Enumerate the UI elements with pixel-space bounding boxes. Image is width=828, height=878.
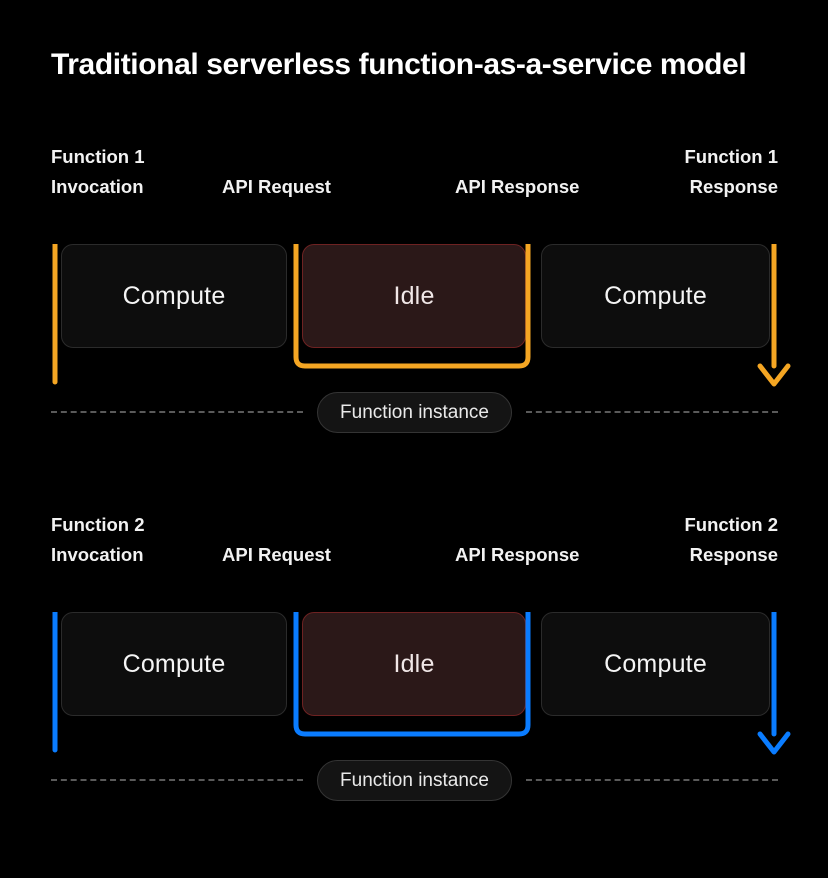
- row-1-idle-box: Idle: [302, 244, 526, 348]
- row-2-function-instance-pill: Function instance: [317, 759, 512, 801]
- row-2-right-label-line2: Response: [689, 544, 778, 565]
- row-1-left-label-line2: Invocation: [51, 176, 144, 197]
- row-1-function-instance-pill: Function instance: [317, 391, 512, 433]
- row-2-left-label-line1: Function 2: [51, 514, 145, 535]
- row-2-api-request-label: API Request: [222, 544, 331, 565]
- row-1-left-label: Function 1 Invocation: [51, 142, 145, 202]
- row-1-api-response-label: API Response: [455, 176, 580, 197]
- row-2-labels: Function 2 Invocation API Request API Re…: [51, 510, 778, 572]
- row-2-left-label-line2: Invocation: [51, 544, 144, 565]
- row-1-timeline: Compute Idle Compute: [0, 244, 828, 387]
- row-2-arrowhead-icon: [757, 731, 791, 755]
- row-1-api-request-label: API Request: [222, 176, 331, 197]
- row-1-boxes: Compute Idle Compute: [0, 244, 828, 364]
- row-2-function-instance-divider: Function instance: [51, 758, 779, 802]
- row-1-compute-box-1: Compute: [61, 244, 287, 348]
- row-2-compute-box-1-label: Compute: [122, 649, 226, 678]
- row-2-idle-box-label: Idle: [393, 649, 435, 678]
- row-1-right-label: Function 1 Response: [684, 142, 778, 202]
- row-2-right-label-line1: Function 2: [684, 514, 778, 535]
- page-title: Traditional serverless function-as-a-ser…: [51, 48, 747, 81]
- row-1-function-instance-divider: Function instance: [51, 390, 779, 434]
- row-1-compute-box-2-label: Compute: [604, 281, 707, 310]
- row-1-left-label-line1: Function 1: [51, 146, 145, 167]
- row-1-compute-box-2: Compute: [541, 244, 770, 348]
- row-2-boxes: Compute Idle Compute: [0, 612, 828, 732]
- row-2-dash-left: [51, 779, 304, 781]
- row-2-right-label: Function 2 Response: [684, 510, 778, 570]
- row-1-idle-box-label: Idle: [393, 281, 435, 310]
- row-2-compute-box-2-label: Compute: [604, 649, 707, 678]
- row-1-labels: Function 1 Invocation API Request API Re…: [51, 142, 778, 204]
- row-1-right-label-line1: Function 1: [684, 146, 778, 167]
- row-2-timeline: Compute Idle Compute: [0, 612, 828, 755]
- row-1-dash-right: [525, 411, 779, 413]
- row-2-api-response-label: API Response: [455, 544, 580, 565]
- row-1-compute-box-1-label: Compute: [122, 281, 226, 310]
- row-2-dash-right: [525, 779, 779, 781]
- row-1-dash-left: [51, 411, 304, 413]
- row-1-right-label-line2: Response: [689, 176, 778, 197]
- row-1-arrowhead-icon: [757, 363, 791, 387]
- row-2-compute-box-1: Compute: [61, 612, 287, 716]
- row-2-compute-box-2: Compute: [541, 612, 770, 716]
- row-2-left-label: Function 2 Invocation: [51, 510, 145, 570]
- row-2-idle-box: Idle: [302, 612, 526, 716]
